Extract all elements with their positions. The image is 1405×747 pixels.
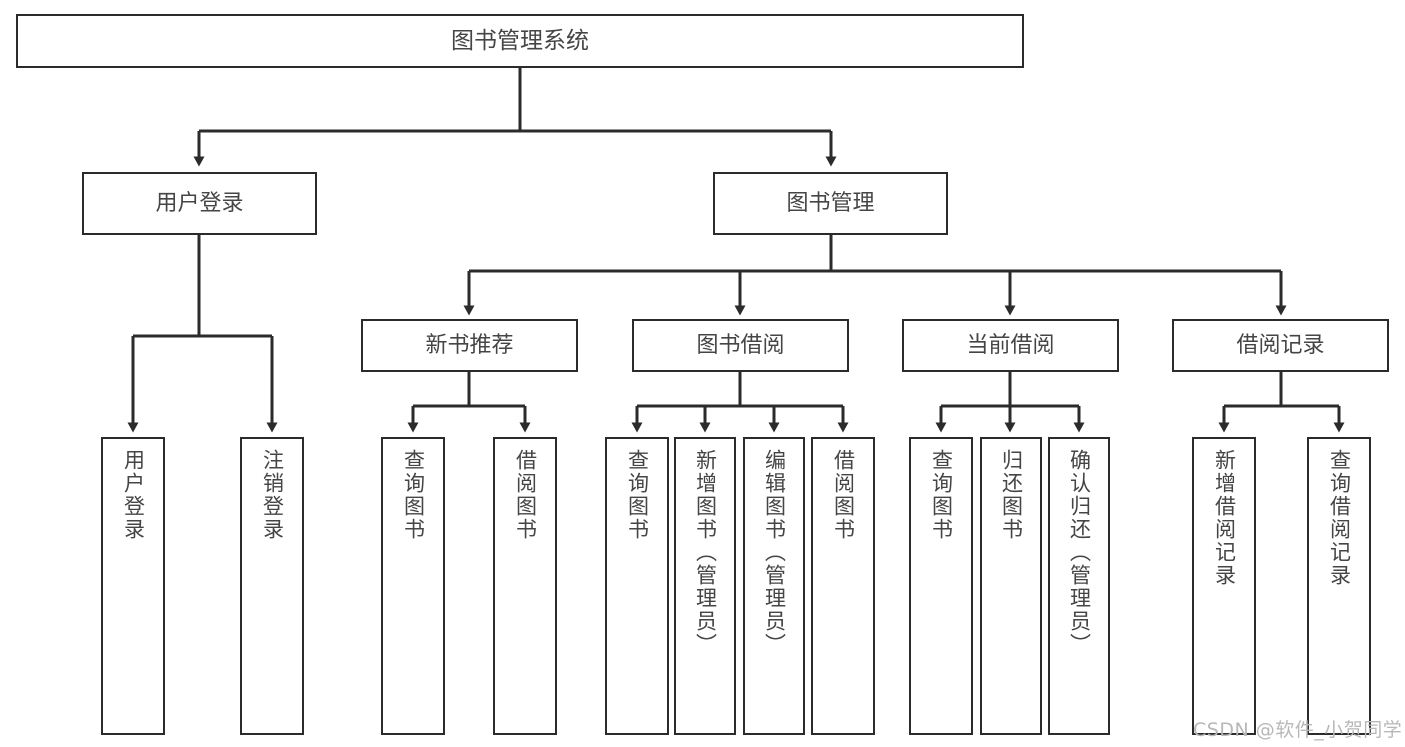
node-label: 借阅图书 <box>513 449 538 541</box>
node-label: 图书管理系统 <box>451 27 589 54</box>
node-label: 查询图书 <box>401 449 426 541</box>
leaf-current-return-book[interactable]: 归还图书 <box>980 437 1042 735</box>
node-user-login[interactable]: 用户登录 <box>82 172 317 235</box>
node-label: 确认归还（管理员） <box>1067 449 1092 656</box>
node-root-book-management-system[interactable]: 图书管理系统 <box>16 14 1024 68</box>
node-label: 查询图书 <box>625 449 650 541</box>
node-current-borrow[interactable]: 当前借阅 <box>902 319 1119 372</box>
node-label: 查询借阅记录 <box>1327 449 1352 587</box>
node-label: 用户登录 <box>121 449 146 541</box>
node-label: 图书借阅 <box>696 332 785 358</box>
node-label: 编辑图书（管理员） <box>762 449 787 656</box>
node-book-management[interactable]: 图书管理 <box>713 172 948 235</box>
node-label: 新增借阅记录 <box>1212 449 1237 587</box>
node-label: 归还图书 <box>999 449 1024 541</box>
leaf-borrow-borrow-book[interactable]: 借阅图书 <box>811 437 875 735</box>
leaf-user-login-logout[interactable]: 注销登录 <box>240 437 304 735</box>
node-label: 用户登录 <box>155 190 244 216</box>
leaf-current-query-book[interactable]: 查询图书 <box>909 437 973 735</box>
leaf-user-login-login[interactable]: 用户登录 <box>101 437 165 735</box>
leaf-borrow-edit-book-admin[interactable]: 编辑图书（管理员） <box>743 437 805 735</box>
leaf-current-confirm-return-admin[interactable]: 确认归还（管理员） <box>1048 437 1110 735</box>
node-label: 新书推荐 <box>425 332 514 358</box>
node-book-borrow[interactable]: 图书借阅 <box>632 319 849 372</box>
node-label: 图书管理 <box>786 190 875 216</box>
node-label: 借阅记录 <box>1236 332 1325 358</box>
leaf-borrow-query-book[interactable]: 查询图书 <box>605 437 669 735</box>
leaf-record-query-borrow-record[interactable]: 查询借阅记录 <box>1307 437 1371 735</box>
node-label: 查询图书 <box>929 449 954 541</box>
leaf-record-add-borrow-record[interactable]: 新增借阅记录 <box>1192 437 1256 735</box>
leaf-recommend-borrow-book[interactable]: 借阅图书 <box>493 437 557 735</box>
node-label: 当前借阅 <box>966 332 1055 358</box>
node-new-book-recommend[interactable]: 新书推荐 <box>361 319 578 372</box>
node-label: 借阅图书 <box>831 449 856 541</box>
node-borrow-record[interactable]: 借阅记录 <box>1172 319 1389 372</box>
node-label: 新增图书（管理员） <box>693 449 718 656</box>
leaf-recommend-query-book[interactable]: 查询图书 <box>381 437 445 735</box>
leaf-borrow-add-book-admin[interactable]: 新增图书（管理员） <box>674 437 736 735</box>
csdn-watermark: CSDN @软件_小贺同学 <box>1193 719 1403 741</box>
node-label: 注销登录 <box>260 449 285 541</box>
